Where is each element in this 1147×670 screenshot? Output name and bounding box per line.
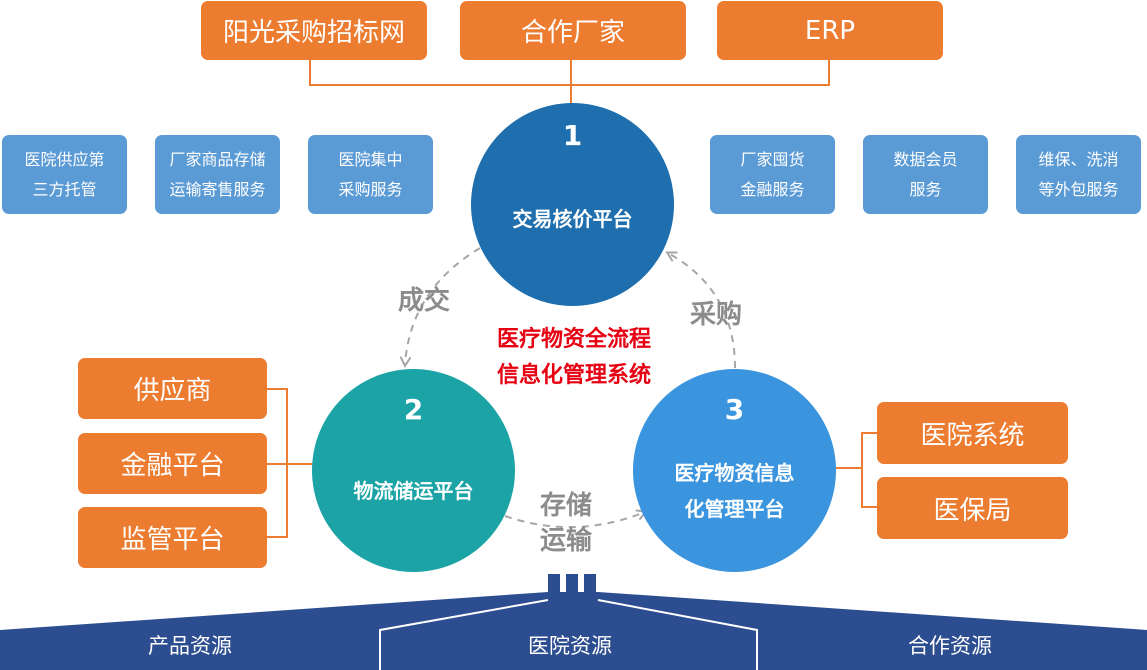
service-box-consignment: 厂家商品存储 运输寄售服务	[155, 135, 280, 214]
bottom-label-hospital-resources: 医院资源	[528, 634, 612, 658]
right-box-hospital-system: 医院系统	[877, 402, 1068, 464]
bottom-banner	[0, 592, 1147, 670]
platform-circle-logistics: 2 物流储运平台	[312, 369, 515, 572]
bottom-label-product-resources: 产品资源	[148, 634, 232, 658]
platform-number-3: 3	[724, 393, 745, 426]
bottom-label-partner-resources: 合作资源	[908, 634, 992, 658]
platform-name-logistics: 物流储运平台	[353, 479, 474, 503]
banner-post-3	[584, 574, 596, 596]
banner-divider-2	[597, 599, 758, 670]
right-box-medical-insurance-bureau: 医保局	[877, 477, 1068, 539]
platform-circle-info-management: 3 医疗物资信息 化管理平台	[633, 369, 836, 572]
top-box-sunshine-procurement: 阳光采购招标网	[201, 1, 427, 60]
right-connector	[836, 432, 877, 508]
flow-label-chengjiao: 成交	[398, 286, 451, 316]
left-box-finance-platform: 金融平台	[78, 433, 267, 494]
service-box-outsourcing: 维保、洗消 等外包服务	[1016, 135, 1141, 214]
service-box-central-procurement: 医院集中 采购服务	[308, 135, 433, 214]
service-box-hospital-supply: 医院供应第 三方托管	[2, 135, 127, 214]
platform-circle-trading: 1 交易核价平台	[471, 103, 674, 306]
platform-name-trading: 交易核价平台	[512, 207, 633, 231]
platform-name-info-management: 医疗物资信息 化管理平台	[674, 461, 795, 521]
banner-post-1	[548, 574, 560, 596]
flow-arrow-chengjiao	[405, 247, 481, 365]
top-box-erp: ERP	[717, 1, 943, 60]
service-box-data-membership: 数据会员 服务	[863, 135, 988, 214]
center-title: 医疗物资全流程 信息化管理系统	[496, 327, 651, 388]
top-connector	[309, 60, 830, 110]
flow-label-cunchu: 存储 运输	[540, 491, 593, 556]
flow-label-caigou: 采购	[690, 300, 743, 330]
left-box-supplier: 供应商	[78, 358, 267, 419]
flow-arrow-caigou	[668, 253, 736, 369]
platform-number-1: 1	[562, 119, 583, 152]
top-box-partner-manufacturers: 合作厂家	[460, 1, 686, 60]
left-box-supervision-platform: 监管平台	[78, 507, 267, 568]
left-connector	[267, 388, 318, 538]
flow-arrow-cunchu	[504, 512, 645, 529]
service-box-financing: 厂家囤货 金融服务	[710, 135, 835, 214]
banner-divider-1	[379, 599, 549, 670]
banner-post-2	[566, 574, 578, 596]
platform-number-2: 2	[403, 393, 424, 426]
